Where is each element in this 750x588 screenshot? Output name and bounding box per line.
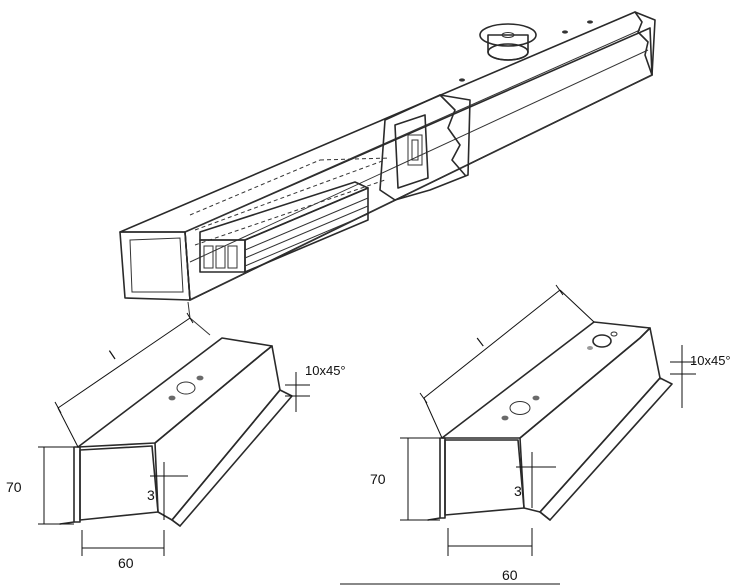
left-label-height: 70	[6, 479, 22, 495]
rail-hole-1	[459, 78, 465, 82]
left-label-width: 60	[118, 555, 134, 571]
left-dim-length-line	[57, 317, 191, 409]
hanger-knob	[479, 23, 537, 61]
rail-side-face	[184, 27, 653, 301]
right-label-length: l	[474, 335, 486, 350]
right-label-width: 60	[502, 567, 518, 583]
splice-insert	[199, 181, 369, 273]
left-channel-profile: l 10x45° 70 3 60	[6, 312, 346, 571]
rail-assembly	[119, 11, 656, 336]
rail-break-right	[634, 11, 653, 76]
rail-cutaway	[379, 94, 471, 201]
rail-hole-3	[587, 20, 593, 24]
right-channel-profile: l 10x45° 70 3 60	[370, 284, 731, 583]
left-label-length: l	[107, 347, 119, 362]
right-label-height: 70	[370, 471, 386, 487]
right-label-chamfer: 10x45°	[690, 353, 731, 368]
left-label-chamfer: 10x45°	[305, 363, 346, 378]
right-profile-hole-large	[509, 401, 531, 415]
right-profile-hole-small-1	[501, 415, 509, 421]
right-dim-length-line	[423, 289, 561, 399]
right-profile-end-hole	[592, 334, 612, 348]
right-profile-hole-small-2	[532, 395, 540, 401]
rail-hole-2	[562, 30, 568, 34]
right-label-thickness: 3	[514, 483, 522, 499]
left-label-thickness: 3	[147, 487, 155, 503]
left-profile-hole-large	[176, 381, 196, 395]
left-profile-hole-small-2	[196, 375, 204, 381]
left-profile-hole-small-1	[168, 395, 176, 401]
